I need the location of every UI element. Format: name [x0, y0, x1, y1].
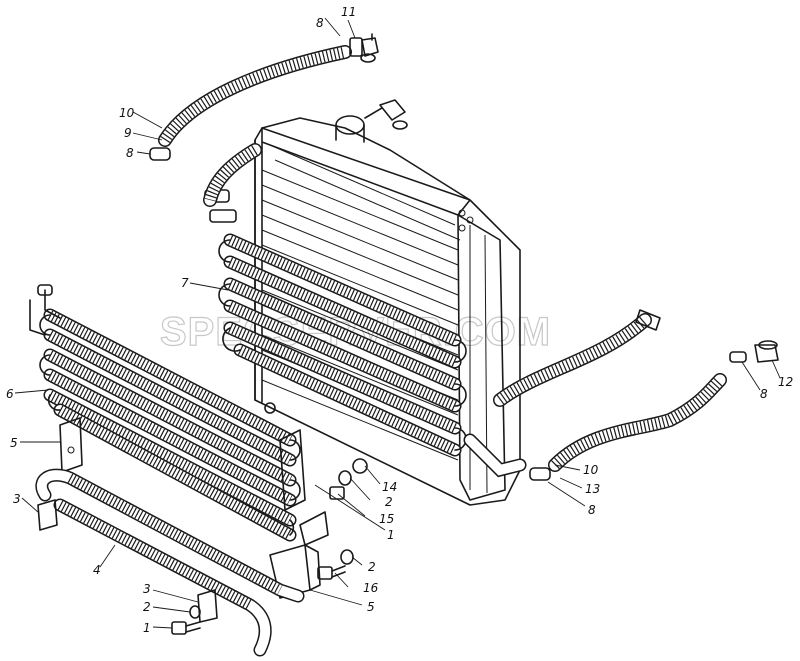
connector-hose-left — [203, 143, 262, 207]
callout-1-mid: 1 — [387, 528, 395, 542]
bolt-16 — [317, 565, 346, 580]
callout-3-left: 3 — [13, 492, 21, 506]
callout-8-right-low: 8 — [588, 503, 596, 517]
callout-16: 16 — [363, 581, 379, 595]
radiator-oil-cooler — [204, 189, 467, 457]
bolt-1-bottom — [171, 621, 201, 635]
callouts: 11 8 10 9 8 7 6 5 3 4 3 2 1 14 2 15 1 2 … — [6, 5, 793, 635]
callout-1-bottom: 1 — [143, 621, 151, 635]
bracket-left — [59, 417, 83, 473]
callout-2-mid: 2 — [385, 495, 393, 509]
right-lower-hose — [529, 373, 727, 481]
separate-oil-cooler — [29, 284, 329, 546]
callout-10-left: 10 — [119, 106, 135, 120]
clamp-3-left — [37, 499, 58, 531]
callout-10-right: 10 — [583, 463, 599, 477]
leader-lines — [14, 17, 781, 629]
callout-4: 4 — [93, 563, 101, 577]
top-valve — [349, 33, 379, 63]
callout-2-bottom: 2 — [143, 600, 151, 614]
clamp-3-bottom — [197, 589, 218, 623]
callout-5-low: 5 — [367, 600, 375, 614]
upper-left-hose — [149, 45, 352, 161]
callout-5-left: 5 — [10, 436, 18, 450]
nut-14 — [352, 458, 368, 474]
callout-13: 13 — [585, 482, 600, 496]
callout-14: 14 — [382, 480, 397, 494]
callout-12: 12 — [778, 375, 793, 389]
drain-fitting — [463, 433, 527, 478]
hose-clamp — [149, 147, 171, 161]
callout-15: 15 — [379, 512, 394, 526]
washer-2-low — [340, 549, 354, 565]
return-tube — [35, 468, 305, 657]
callout-3-bottom: 3 — [143, 582, 151, 596]
callout-11-top: 11 — [341, 5, 356, 19]
callout-9-left: 9 — [124, 126, 132, 140]
hose-clamp-right — [529, 467, 551, 481]
right-valve — [729, 340, 779, 363]
callout-8-left: 8 — [126, 146, 134, 160]
washer-2-mid — [338, 470, 352, 486]
callout-2-low: 2 — [368, 560, 376, 574]
right-upper-hose — [493, 309, 661, 407]
radiator-top-valve — [364, 99, 408, 130]
callout-8-top: 8 — [316, 16, 324, 30]
callout-6: 6 — [6, 387, 14, 401]
callout-7: 7 — [181, 276, 189, 290]
callout-8-right: 8 — [760, 387, 768, 401]
